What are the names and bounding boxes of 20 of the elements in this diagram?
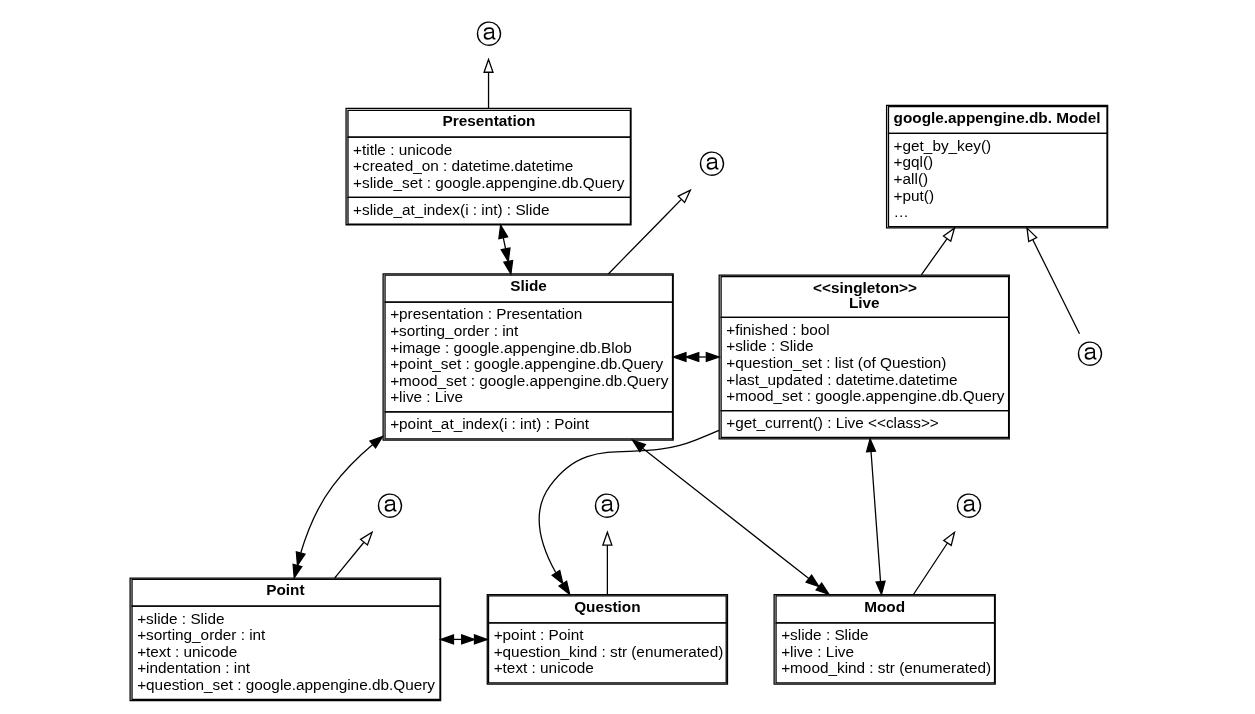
arrow	[292, 435, 385, 580]
arrow	[920, 226, 956, 276]
arrow	[631, 439, 831, 596]
arrow	[334, 530, 374, 579]
node-text: ⓐ	[594, 491, 621, 522]
arrow	[1026, 226, 1081, 335]
arrow	[483, 57, 494, 109]
node-text: ⓐ	[377, 491, 404, 522]
node-text: ⓐ	[699, 148, 726, 179]
arrow	[498, 223, 514, 276]
node-text: ⓐ	[1077, 339, 1104, 370]
arrow	[438, 634, 490, 645]
arrow	[538, 429, 720, 597]
arrow	[865, 436, 886, 597]
arrow	[602, 530, 613, 596]
node-text: ⓐ	[956, 491, 982, 522]
node-text: ⓐ	[475, 18, 502, 49]
arrow	[671, 351, 722, 363]
arrow	[912, 530, 956, 596]
arrow	[607, 188, 692, 275]
